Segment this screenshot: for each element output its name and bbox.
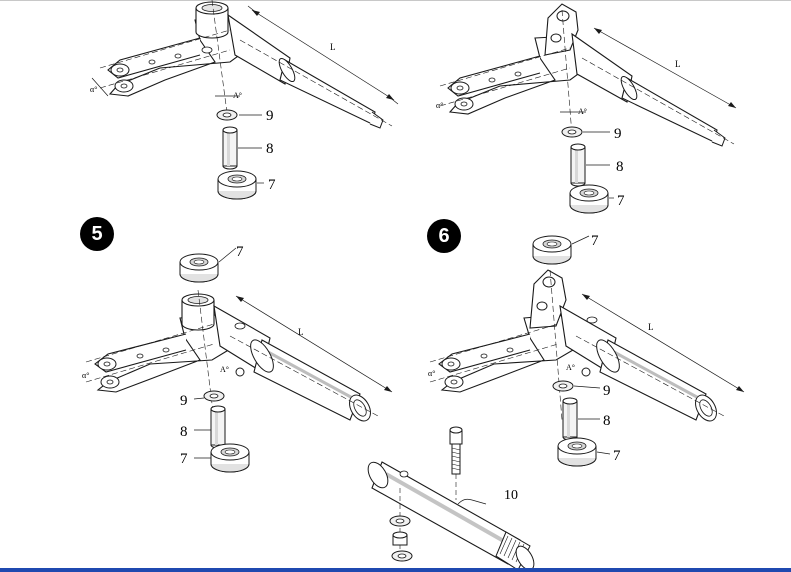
- step-6-badge: 6: [427, 219, 461, 253]
- washer-label: 9: [266, 108, 274, 124]
- washer-label: 9: [180, 393, 188, 409]
- fork-assembly-top-left: L α° A° 9 8 7: [90, 0, 399, 200]
- nut: [392, 531, 408, 546]
- axle-assembly: 10: [367, 426, 535, 571]
- alpha-angle-label: α°: [90, 85, 97, 94]
- a-angle-label: A°: [566, 363, 575, 372]
- length-dimension-label: L: [675, 59, 681, 69]
- alpha-angle-label: α°: [82, 371, 89, 380]
- fork-assembly-step-5: 7 L α° A° 9 8 7: [82, 244, 393, 473]
- bearing-label: 7: [236, 244, 244, 260]
- washer-label: 9: [603, 383, 611, 399]
- bottom-accent-bar: [0, 568, 791, 572]
- a-angle-label: A°: [220, 365, 229, 374]
- length-dimension-label: L: [648, 322, 654, 332]
- fork-assembly-step-6: 7 L α° A° 9 8 7: [428, 233, 745, 467]
- bearing-label: 7: [180, 451, 188, 467]
- alpha-angle-label: α°: [436, 101, 443, 110]
- sleeve-label: 8: [603, 413, 611, 429]
- step-5-badge: 5: [80, 217, 114, 251]
- bearing-label: 7: [613, 448, 621, 464]
- a-angle-label: A°: [578, 107, 587, 116]
- bearing-label: 7: [268, 177, 276, 193]
- washer-label: 9: [614, 126, 622, 142]
- bolt: [449, 426, 463, 475]
- alpha-angle-label: α°: [428, 369, 435, 378]
- length-dimension-label: L: [330, 42, 336, 52]
- top-border: [0, 0, 791, 1]
- length-dimension-label: L: [298, 327, 304, 337]
- axle-label: 10: [504, 488, 518, 503]
- bearing-label: 7: [591, 233, 599, 249]
- sleeve-label: 8: [616, 159, 624, 175]
- a-angle-label: A°: [233, 91, 242, 100]
- sleeve-label: 8: [180, 424, 188, 440]
- sleeve-label: 8: [266, 141, 274, 157]
- bearing-label: 7: [617, 193, 625, 209]
- fork-assembly-top-right: L α° A° 9 8 7: [436, 3, 737, 214]
